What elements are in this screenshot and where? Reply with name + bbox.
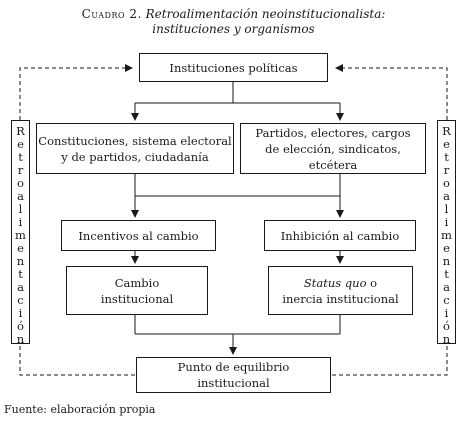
node-instituciones-politicas: Instituciones políticas — [139, 53, 328, 82]
node-cambio-line2: institucional — [100, 291, 174, 306]
feedback-letter: m — [15, 228, 26, 242]
feedback-letter: a — [17, 189, 24, 203]
feedback-letter: n — [442, 254, 451, 268]
feedback-letter: e — [443, 241, 450, 255]
feedback-letter: R — [16, 124, 25, 138]
feedback-letter: a — [443, 189, 450, 203]
node-cambio-institucional: Cambio institucional — [66, 266, 208, 315]
node-equilibrio-line2: institucional — [197, 376, 270, 390]
caption-title-line2: instituciones y organismos — [152, 22, 315, 36]
node-partidos-line1: Partidos, electores, cargos — [255, 125, 411, 140]
feedback-letter: n — [16, 254, 25, 268]
node-incentivos-label: Incentivos al cambio — [78, 228, 199, 243]
node-partidos: Partidos, electores, cargos de elección,… — [240, 123, 426, 174]
feedback-letter: n — [442, 332, 451, 346]
feedback-letter: a — [443, 280, 450, 294]
feedback-letter: i — [18, 215, 23, 229]
node-status-line1: Status quo o — [282, 275, 398, 291]
feedback-letter: r — [443, 163, 450, 177]
source-note: Fuente: elaboración propia — [4, 403, 156, 416]
feedback-letter: t — [444, 267, 449, 281]
feedback-letter: r — [17, 163, 24, 177]
feedback-letter: n — [16, 332, 25, 346]
feedback-letter: i — [444, 306, 449, 320]
node-constituciones-line2: y de partidos, ciudadanía — [61, 149, 209, 164]
caption-title-line1: Retroalimentación neoinstitucionalista: — [145, 7, 386, 21]
feedback-letter: c — [443, 293, 450, 307]
node-inhibicion-label: Inhibición al cambio — [280, 228, 400, 243]
feedback-letter: t — [18, 150, 23, 164]
feedback-letter: e — [17, 241, 24, 255]
node-status-quo: Status quo o inercia institucional — [268, 266, 413, 315]
node-incentivos-al-cambio: Incentivos al cambio — [61, 220, 216, 251]
node-equilibrio-line1: Punto de equilibrio — [177, 360, 290, 374]
feedback-letter: a — [17, 280, 24, 294]
feedback-letter: t — [444, 150, 449, 164]
diagram-caption: Cuadro 2. Retroalimentación neoinstituci… — [0, 7, 467, 22]
caption-prefix: Cuadro 2. — [81, 7, 142, 21]
node-inhibicion-al-cambio: Inhibición al cambio — [264, 220, 416, 251]
node-status-rest: o — [366, 275, 378, 290]
feedback-letter: R — [442, 124, 451, 138]
node-status-italic: Status quo — [303, 275, 367, 290]
node-partidos-line2: de elección, sindicatos, etcétera — [265, 141, 401, 172]
node-cambio-line1: Cambio — [114, 275, 160, 290]
feedback-letter: e — [443, 137, 450, 151]
feedback-letter: m — [441, 228, 452, 242]
feedback-letter: c — [17, 293, 24, 307]
feedback-letter: ó — [443, 319, 450, 333]
feedback-letter: l — [444, 202, 449, 216]
node-instituciones-politicas-label: Instituciones políticas — [169, 60, 298, 75]
node-constituciones-line1: Constituciones, sistema electoral — [38, 133, 232, 148]
feedback-letter: o — [443, 176, 450, 190]
feedback-letter: t — [18, 267, 23, 281]
feedback-letter: ó — [17, 319, 24, 333]
feedback-letter: l — [18, 202, 23, 216]
feedback-letter: i — [444, 215, 449, 229]
feedback-letter: o — [17, 176, 24, 190]
node-punto-de-equilibrio: Punto de equilibrio institucional — [136, 357, 331, 393]
node-constituciones: Constituciones, sistema electoral y de p… — [36, 123, 234, 174]
feedback-letter: e — [17, 137, 24, 151]
feedback-letter: i — [18, 306, 23, 320]
node-status-line2: inercia institucional — [282, 291, 399, 306]
